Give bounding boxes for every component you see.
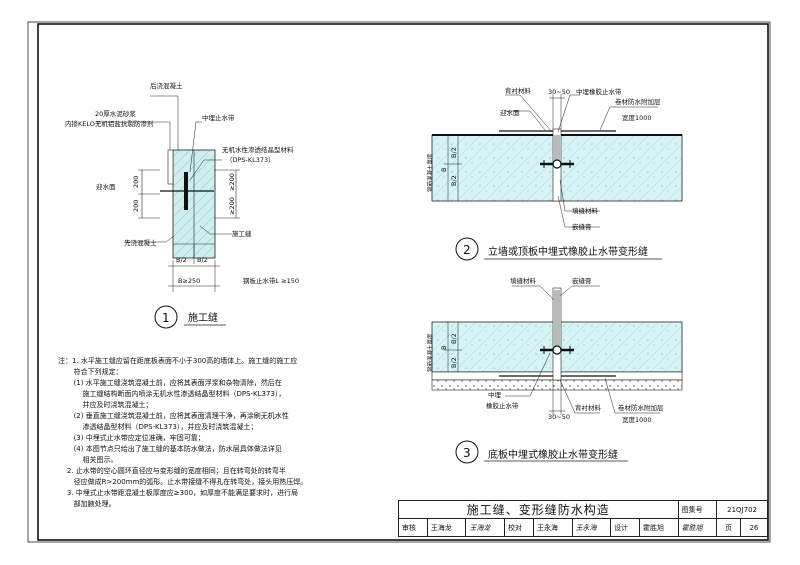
dim-b2-left: B/2 [176, 256, 187, 264]
d2-reinforce-2: 宽度1000 [622, 113, 652, 122]
note-line: 符合下列规定： [58, 368, 123, 376]
outer-frame [27, 21, 771, 543]
general-notes: 注：1. 水平施工缝应留在距底板表面不小于300高的墙体上。施工缝的施工应 符合… [58, 356, 388, 510]
atlas-number: 21QJ702 [716, 500, 768, 519]
reviewer-name: 王海龙 [426, 518, 467, 537]
d3-b2-top: B/2 [450, 333, 458, 344]
note-line: 3. 中埋式止水带距混凝土板厚度应≥300，如厚度不能满足要求时，进行局 [58, 489, 299, 497]
dim-200-upper: 200 [132, 176, 140, 188]
page-number: 26 [739, 518, 769, 537]
dim-b2-right: B/2 [197, 256, 208, 264]
d3-thickness: 钢筋混凝土厚度 [426, 333, 434, 372]
d2-thickness: 钢筋混凝土厚度 [426, 153, 434, 192]
d2-sealant: 嵌缝膏 [572, 222, 592, 231]
d3-backing: 背衬材料 [575, 403, 602, 412]
d2-waterstop: 中埋橡胶止水带 [576, 87, 622, 96]
d2-reinforce-1: 卷材防水附加层 [615, 97, 661, 106]
label-mortar-2: 内掺KELO无机铝盐抗裂防渗剂 [65, 119, 153, 128]
note-line: (1) 水平施工缝浇筑混凝土前，应将其表面浮浆和杂物清除，然后在 [58, 379, 282, 387]
note-line: 相关图示。 [58, 456, 118, 464]
d3-reinforce-1: 卷材防水附加层 [618, 403, 664, 412]
detail-3-base-slab-joint [431, 285, 683, 464]
label-post-concrete: 后浇混凝土 [150, 81, 183, 90]
d2-dim-3050: 30~50 [548, 88, 570, 96]
checker-signature: 王永海 [571, 518, 612, 537]
label-crystal-1: 无机水性渗透结晶型材料 [222, 145, 294, 154]
label-first-pour: 先浇混凝土 [124, 238, 157, 247]
label-mortar-1: 20厚水泥砂浆 [95, 109, 136, 118]
atlas-label: 图集号 [677, 500, 718, 519]
d3-dim-3050: 30~50 [548, 413, 570, 421]
steel-note: 钢板止水带L ≥150 [243, 276, 299, 285]
inner-frame [37, 23, 769, 541]
d3-fill: 填缝材料 [510, 276, 537, 285]
drawing-title: 施工缝、变形缝防水构造 [398, 500, 679, 519]
page-label: 页 [716, 518, 741, 537]
note-line: 径应做成R>200mm的弧形。止水带接缝不得孔在转弯处，接头用热压焊。 [58, 478, 308, 486]
note-line: (4) 本图节点只给出了施工缝的基本防水做法，防水层具体做法详见 [58, 445, 282, 453]
label-crystal-2: （DPS-KL373） [226, 156, 275, 164]
d3-reinforce-2: 宽度1000 [622, 415, 652, 424]
note-line: 并应及时浇筑混凝土； [58, 401, 153, 409]
label-water-side-1: 迎水面 [96, 182, 116, 191]
note-line: (2) 垂直施工缝浇筑混凝土前，应将其表面清理干净，再涂刷无机水性 [58, 412, 289, 420]
reviewer-signature: 王海龙 [465, 518, 506, 537]
d2-fill: 填缝材料 [572, 206, 599, 215]
label-construction-joint: 施工缝 [232, 229, 252, 238]
d2-b: B [440, 168, 448, 172]
note-line: (3) 中埋式止水带应定位准确，牢固可靠； [58, 434, 205, 442]
note-line: 施工缝结构断面内喷涂无机水性渗透结晶型材料（DPS-KL373）， [58, 390, 286, 398]
label-waterstop-1: 中埋止水带 [202, 113, 235, 122]
detail-2-wall-roof-joint [431, 94, 683, 261]
note-line: 注：1. 水平施工缝应留在距底板表面不小于300高的墙体上。施工缝的施工应 [58, 357, 298, 365]
note-line: 渗透结晶型材料（DPS-KL373），并应及时浇筑混凝土； [58, 423, 258, 431]
detail-1-title: 施工缝 [188, 311, 218, 324]
d2-backing: 背衬材料 [505, 86, 532, 95]
d2-b2-bottom: B/2 [450, 175, 458, 186]
d3-b2-bottom: B/2 [450, 357, 458, 368]
detail-3-title: 底板中埋式橡胶止水带变形缝 [488, 448, 618, 461]
d3-mid-1: 中埋 [488, 390, 502, 399]
dim-ge200-lower: ≥200 [228, 197, 236, 215]
detail-2-number: 2 [463, 243, 471, 257]
detail-1-number: 1 [162, 311, 170, 325]
designer-signature: 霍胜旭 [677, 518, 718, 537]
d3-b: B [440, 346, 448, 350]
dim-b-250: B≥250 [178, 277, 200, 285]
title-block: 施工缝、变形缝防水构造 图集号 21QJ702 审核 王海龙 王海龙 校对 王永… [398, 500, 769, 537]
d3-sealant: 嵌缝膏 [572, 276, 592, 285]
detail-3-number: 3 [463, 446, 471, 460]
dim-200-lower: 200 [132, 200, 140, 212]
detail-2-title: 立墙或顶板中埋式橡胶止水带变形缝 [488, 245, 648, 258]
d3-mid-2: 橡胶止水带 [486, 401, 519, 410]
note-line: 2. 止水带的空心圆环直径应与变形缝的宽度相同；且在转弯处的转弯半 [58, 467, 286, 475]
note-line: 部加腋处理。 [58, 500, 116, 508]
checker-name: 王永海 [532, 518, 573, 537]
designer-name: 霍胜旭 [639, 518, 679, 537]
design-label: 设计 [610, 518, 641, 537]
check-label: 校对 [504, 518, 534, 537]
review-label: 审核 [398, 518, 428, 537]
detail-1-construction-joint [96, 95, 240, 329]
dim-ge200-upper: ≥200 [228, 173, 236, 191]
d2-water-side: 迎水面 [500, 108, 520, 117]
d2-b2-top: B/2 [450, 147, 458, 158]
